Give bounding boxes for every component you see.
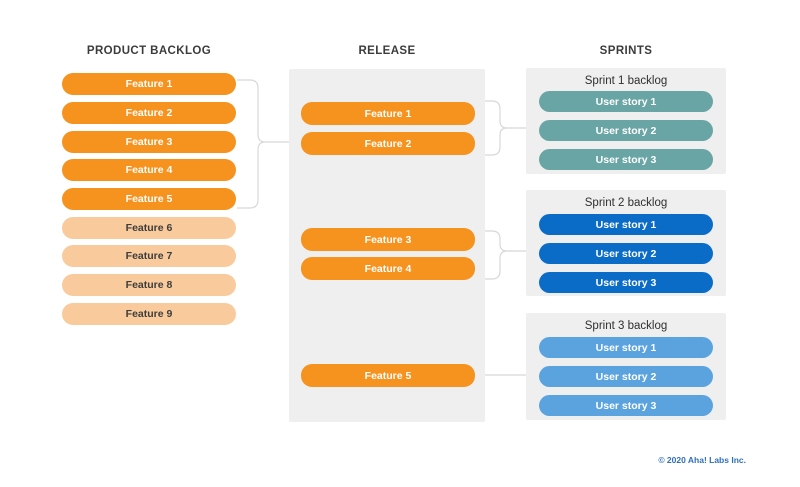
backlog-item-label: Feature 7 xyxy=(125,250,173,262)
backlog-item-label: Feature 3 xyxy=(125,136,173,148)
column-heading-sprints: SPRINTS xyxy=(599,45,653,57)
sprint-2-title: Sprint 2 backlog xyxy=(584,197,668,209)
sprint-item-label: User story 2 xyxy=(595,124,657,137)
sprint-1-user-story-3[interactable]: User story 3 xyxy=(539,149,713,170)
backlog-item-label: Feature 9 xyxy=(125,308,173,320)
brace-release-group1-to-sprint1 xyxy=(480,100,528,156)
sprint-item-label: User story 1 xyxy=(595,341,657,354)
column-heading-release: RELEASE xyxy=(358,45,416,57)
sprint-3-user-story-1[interactable]: User story 1 xyxy=(539,337,713,358)
column-heading-product-backlog: PRODUCT BACKLOG xyxy=(86,45,212,57)
release-item-label: Feature 3 xyxy=(364,233,412,246)
sprint-item-label: User story 3 xyxy=(595,399,657,412)
backlog-item-label: Feature 6 xyxy=(125,222,173,234)
release-item-feature-2[interactable]: Feature 2 xyxy=(301,132,475,155)
backlog-item-feature-5[interactable]: Feature 5 xyxy=(62,188,236,210)
release-item-label: Feature 5 xyxy=(364,369,412,382)
backlog-item-feature-2[interactable]: Feature 2 xyxy=(62,102,236,124)
release-item-feature-5[interactable]: Feature 5 xyxy=(301,364,475,387)
backlog-item-feature-8[interactable]: Feature 8 xyxy=(62,274,236,296)
sprint-2-user-story-3[interactable]: User story 3 xyxy=(539,272,713,293)
sprint-item-label: User story 2 xyxy=(595,370,657,383)
sprint-2-user-story-1[interactable]: User story 1 xyxy=(539,214,713,235)
backlog-item-feature-1[interactable]: Feature 1 xyxy=(62,73,236,95)
sprint-1-user-story-1[interactable]: User story 1 xyxy=(539,91,713,112)
backlog-item-label: Feature 8 xyxy=(125,279,173,291)
backlog-item-label: Feature 2 xyxy=(125,107,173,119)
backlog-item-feature-4[interactable]: Feature 4 xyxy=(62,159,236,181)
sprint-1-user-story-2[interactable]: User story 2 xyxy=(539,120,713,141)
sprint-3-user-story-2[interactable]: User story 2 xyxy=(539,366,713,387)
sprint-2-user-story-2[interactable]: User story 2 xyxy=(539,243,713,264)
backlog-item-label: Feature 4 xyxy=(125,164,173,176)
release-item-feature-3[interactable]: Feature 3 xyxy=(301,228,475,251)
sprint-1-title: Sprint 1 backlog xyxy=(584,75,668,87)
sprint-item-label: User story 1 xyxy=(595,95,657,108)
release-item-label: Feature 1 xyxy=(364,107,412,120)
backlog-item-feature-7[interactable]: Feature 7 xyxy=(62,245,236,267)
release-item-feature-4[interactable]: Feature 4 xyxy=(301,257,475,280)
backlog-item-label: Feature 5 xyxy=(125,193,173,205)
sprint-item-label: User story 3 xyxy=(595,153,657,166)
release-item-label: Feature 2 xyxy=(364,137,412,150)
backlog-item-feature-6[interactable]: Feature 6 xyxy=(62,217,236,239)
backlog-item-feature-3[interactable]: Feature 3 xyxy=(62,131,236,153)
backlog-item-label: Feature 1 xyxy=(125,78,173,90)
sprint-3-user-story-3[interactable]: User story 3 xyxy=(539,395,713,416)
sprint-item-label: User story 2 xyxy=(595,247,657,260)
sprint-item-label: User story 3 xyxy=(595,276,657,289)
release-item-feature-1[interactable]: Feature 1 xyxy=(301,102,475,125)
footer-copyright: © 2020 Aha! Labs Inc. xyxy=(658,455,746,465)
release-item-label: Feature 4 xyxy=(364,262,412,275)
sprint-3-title: Sprint 3 backlog xyxy=(584,320,668,332)
backlog-item-feature-9[interactable]: Feature 9 xyxy=(62,303,236,325)
brace-backlog-to-release xyxy=(237,79,292,209)
sprint-item-label: User story 1 xyxy=(595,218,657,231)
